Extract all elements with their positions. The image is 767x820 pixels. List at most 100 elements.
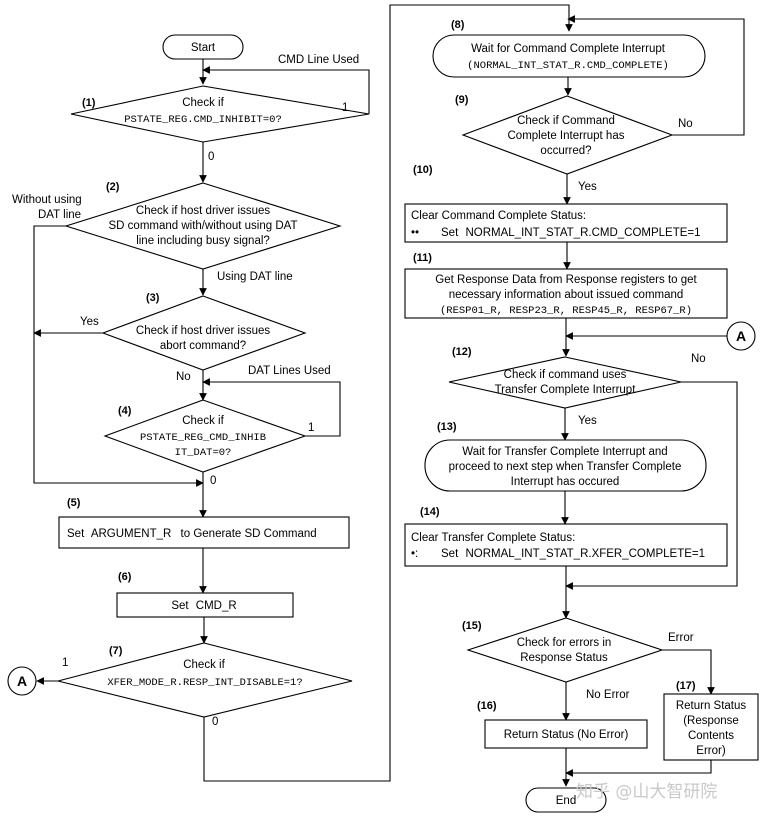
dat-lines-used-label: DAT Lines Used (248, 365, 331, 377)
without-dat-label-2: DAT line (38, 209, 81, 221)
step-4-text: Check if (182, 415, 224, 427)
step-15-error-label: Error (668, 632, 694, 644)
step-7-number: (7) (109, 645, 123, 657)
edge-4-loop (202, 378, 341, 437)
step-13-text-1: Wait for Transfer Complete Interrupt and (462, 446, 667, 458)
edge-12-no (565, 381, 738, 590)
step-1-text: Check if (182, 97, 224, 109)
step-9-yes-label: Yes (578, 181, 597, 193)
step-15-no-error-label: No Error (586, 689, 630, 701)
step-7-mono: XFER_MODE_R.RESP_INT_DISABLE=1? (107, 677, 302, 689)
step-1-mono: PSTATE_REG.CMD_INHIBIT=0? (124, 114, 282, 126)
step-5-process: Set ARGUMENT_R to Generate SD Command (58, 516, 350, 549)
step-4-decision: Check if PSTATE_REG_CMD_INHIB IT_DAT=0? (103, 399, 307, 473)
step-16-number: (16) (477, 700, 497, 712)
step-1-decision: Check if PSTATE_REG.CMD_INHIBIT=0? (70, 85, 370, 143)
step-2-decision: Check if host driver issues SD command w… (64, 182, 342, 270)
step-16-text: Return Status (No Error) (504, 729, 629, 741)
cmd-line-used-label: CMD Line Used (278, 54, 359, 66)
step-10-bullet: •• (411, 227, 419, 239)
end-terminal: End (525, 787, 607, 813)
step-17-number: (17) (676, 680, 696, 692)
step-3-text-2: abort command? (160, 340, 246, 352)
step-3-number: (3) (146, 292, 160, 304)
step-10-number: (10) (413, 164, 433, 176)
step-12-yes-label: Yes (578, 415, 597, 427)
start-label: Start (191, 42, 216, 54)
step-11-text-2: necessary information about issued comma… (449, 289, 684, 301)
step-9-decision: Check if Command Complete Interrupt has … (461, 95, 674, 175)
step-17-text-1: Return Status (676, 700, 747, 712)
edge-17-to-end (565, 760, 712, 777)
step-9-no-label: No (678, 118, 693, 130)
step-4-number: (4) (118, 405, 132, 417)
step-12-number: (12) (452, 346, 472, 358)
step-14-bullet: •: (411, 548, 418, 560)
step-3-text-1: Check if host driver issues (136, 325, 270, 337)
step-7-text: Check if (183, 659, 225, 671)
step-13-wait: Wait for Transfer Complete Interrupt and… (424, 439, 707, 492)
step-2-text-3: line including busy signal? (136, 235, 270, 247)
step-5-number: (5) (67, 497, 81, 509)
step-15-text-2: Response Status (520, 652, 608, 664)
step-14-number: (14) (420, 506, 440, 518)
edge-1-loop (202, 66, 370, 114)
edge-2-without-dat (33, 225, 204, 487)
step-9-text-1: Check if Command (517, 115, 615, 127)
step-1-number: (1) (82, 97, 96, 109)
step-8-text: Wait for Command Complete Interrupt (471, 43, 666, 55)
step-4-zero-label: 0 (210, 475, 216, 487)
step-12-text-2: Transfer Complete Interrupt (495, 384, 637, 396)
step-16-process: Return Status (No Error) (484, 719, 648, 749)
without-dat-label-1: Without using (12, 194, 82, 206)
step-15-decision: Check for errors in Response Status (466, 617, 664, 683)
step-9-text-3: occurred? (540, 145, 591, 157)
step-13-number: (13) (437, 421, 457, 433)
step-17-text-2: (Response (683, 715, 739, 727)
step-14-set: Set NORMAL_INT_STAT_R.XFER_COMPLETE=1 (441, 548, 705, 560)
step-15-number: (15) (462, 620, 482, 632)
step-1-one-label: 1 (342, 102, 348, 114)
step-8-wait: Wait for Command Complete Interrupt (NOR… (432, 34, 706, 78)
step-7-zero-label: 0 (212, 716, 218, 728)
connector-a-left-label: A (17, 673, 27, 689)
step-8-number: (8) (451, 19, 465, 31)
step-5-text: Set ARGUMENT_R to Generate SD Command (67, 528, 317, 540)
step-4-one-label: 1 (308, 422, 314, 434)
step-4-mono-2: IT_DAT=0? (175, 447, 232, 459)
watermark-text: 知乎 @山大智研院 (576, 782, 717, 802)
step-8-mono: (NORMAL_INT_STAT_R.CMD_COMPLETE) (467, 60, 669, 72)
step-4-mono-1: PSTATE_REG_CMD_INHIB (140, 432, 266, 444)
step-2-number: (2) (106, 181, 120, 193)
step-6-text: Set CMD_R (171, 600, 236, 612)
step-11-process: Get Response Data from Response register… (404, 268, 728, 319)
step-17-text-4: Error) (696, 745, 726, 757)
step-1-zero-label: 0 (208, 151, 214, 163)
edge-7-to-8 (203, 4, 573, 782)
step-10-text: Clear Command Complete Status: (411, 210, 586, 222)
edge-9-no-loop (567, 15, 745, 136)
step-17-process: Return Status (Response Contents Error) (663, 693, 759, 761)
step-7-one-label: 1 (62, 657, 68, 669)
connector-a-right: A (726, 321, 756, 351)
step-3-no-label: No (176, 371, 191, 383)
step-11-number: (11) (413, 252, 432, 264)
step-9-text-2: Complete Interrupt has (508, 130, 625, 142)
step-14-process: Clear Transfer Complete Status: •: Set N… (404, 523, 728, 567)
step-13-text-3: Interrupt has occured (511, 476, 620, 488)
end-label: End (556, 795, 576, 807)
step-12-text-1: Check if command uses (504, 369, 627, 381)
step-6-number: (6) (118, 571, 132, 583)
step-11-text-1: Get Response Data from Response register… (435, 274, 697, 286)
step-15-text-1: Check for errors in (517, 637, 612, 649)
step-7-decision: Check if XFER_MODE_R.RESP_INT_DISABLE=1? (57, 642, 353, 718)
step-12-no-label: No (691, 353, 706, 365)
step-9-number: (9) (455, 94, 469, 106)
edge-15-error (662, 649, 715, 695)
step-6-process: Set CMD_R (116, 592, 294, 618)
step-14-text: Clear Transfer Complete Status: (411, 532, 575, 544)
step-17-text-3: Contents (688, 730, 734, 742)
step-3-decision: Check if host driver issues abort comman… (101, 295, 307, 371)
step-10-process: Clear Command Complete Status: •• Set NO… (404, 203, 728, 243)
